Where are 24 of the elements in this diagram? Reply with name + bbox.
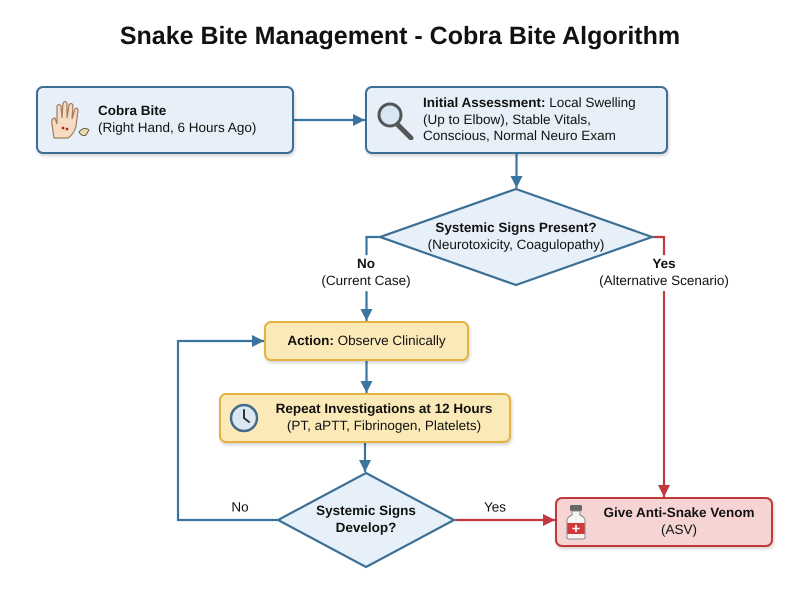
node-title: Repeat Investigations at 12 Hours — [274, 401, 494, 418]
process-box — [36, 86, 294, 154]
node-text: (PT, aPTT, Fibrinogen, Platelets) — [286, 418, 482, 435]
node-title: Initial Assessment: Local Swelling (Up to Elbow), Stable Vitals, Conscious, Normal Neuro Exam — [423, 94, 637, 146]
decision-diamond — [277, 472, 455, 568]
arrow — [455, 514, 555, 526]
arrow — [510, 154, 522, 188]
node-title: Systemic Signs Develop? — [315, 503, 417, 537]
node-text: (Neurotoxicity, Coagulopathy) — [426, 237, 606, 254]
process-box — [365, 86, 668, 154]
process-box — [264, 321, 469, 361]
node-title: Give Anti-Snake Venom — [602, 505, 756, 522]
arrow — [176, 335, 277, 522]
process-box — [219, 393, 511, 443]
diagram-title: Snake Bite Management - Cobra Bite Algorithm — [118, 22, 682, 51]
node-title: Action: Observe Clinically — [286, 332, 447, 350]
arrow — [359, 443, 371, 472]
arrow — [294, 114, 365, 126]
process-box — [555, 497, 773, 547]
node-text: (Right Hand, 6 Hours Ago) — [98, 120, 258, 137]
arrow — [360, 361, 372, 393]
node-text: (ASV) — [660, 522, 698, 539]
node-title: Cobra Bite — [98, 103, 168, 120]
node-title: Systemic Signs Present? — [434, 220, 598, 237]
